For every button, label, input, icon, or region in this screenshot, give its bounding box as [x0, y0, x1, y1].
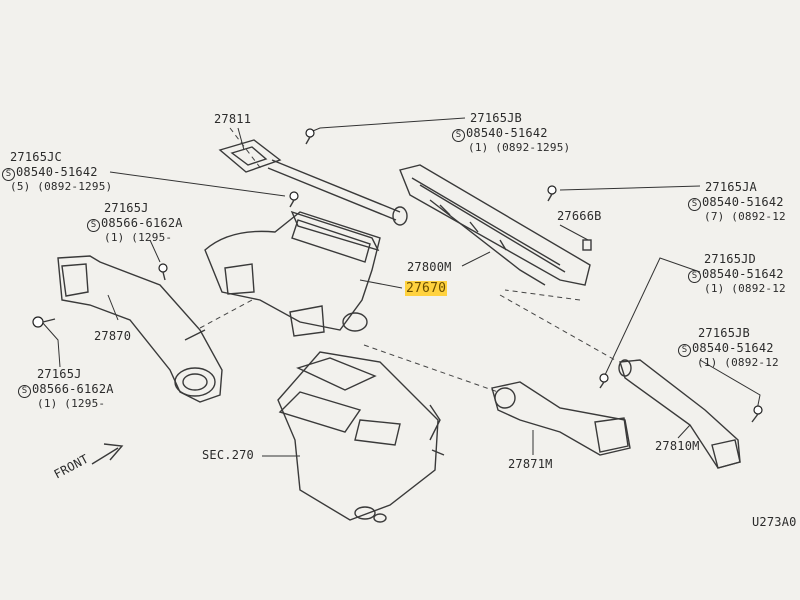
- leader-jb-top: [307, 117, 466, 134]
- leader-j-upper: [149, 239, 161, 263]
- dash-c: [199, 299, 253, 329]
- part-upper-rod: [267, 159, 408, 226]
- part-27811-gasket: [218, 139, 282, 173]
- callout-27871m: 27871M: [508, 457, 553, 471]
- s-symbol-icon: S: [2, 168, 15, 181]
- callout-ja-code: 27165JA: [705, 180, 757, 194]
- dash-b: [499, 294, 616, 361]
- leader-jd: [604, 257, 701, 376]
- callout-27811: 27811: [214, 112, 252, 126]
- callout-j-upper-qty: (1) (1295-: [104, 231, 173, 244]
- callout-jb-mid-qty: (1) (0892-12: [697, 356, 779, 369]
- dash-e: [504, 289, 581, 301]
- leader-jb-mid: [699, 359, 761, 411]
- callout-jc-code: 27165JC: [10, 150, 62, 164]
- leader-27800m: [461, 251, 491, 267]
- bolt-j-lower: [32, 316, 56, 328]
- leader-27670: [359, 279, 403, 289]
- s-symbol-icon: S: [452, 129, 465, 142]
- leader-ja: [559, 185, 701, 191]
- part-heater-unit: [277, 351, 445, 523]
- bolt-jb-mid: [751, 405, 763, 423]
- callout-27810m: 27810M: [655, 439, 700, 453]
- dash-a: [363, 344, 499, 393]
- callout-jc-qty: (5) (0892-1295): [10, 180, 113, 193]
- callout-27670: 27670: [405, 281, 448, 296]
- leader-j-lower: [41, 321, 61, 368]
- leader-jc: [109, 171, 286, 197]
- callout-jd-code: 27165JD: [704, 252, 756, 266]
- callout-j-lower-code: 27165J: [37, 367, 82, 381]
- leader-27666b: [559, 224, 589, 241]
- bolt-jc: [289, 191, 299, 208]
- leader-27810m: [677, 424, 691, 439]
- part-27810m-duct: [618, 359, 741, 469]
- front-arrow-icon: [91, 443, 124, 465]
- s-symbol-icon: S: [688, 270, 701, 283]
- leader-27870: [107, 294, 119, 321]
- s-symbol-icon: S: [87, 219, 100, 232]
- s-symbol-icon: S: [18, 385, 31, 398]
- callout-ja-qty: (7) (0892-12: [704, 210, 786, 223]
- figure-id: U273A0: [752, 515, 797, 529]
- bolt-j-upper: [158, 263, 168, 281]
- part-27870-duct: [57, 255, 223, 403]
- part-27871m-duct: [491, 381, 631, 456]
- bolt-ja: [547, 185, 557, 202]
- callout-27870: 27870: [94, 329, 132, 343]
- callout-jb-mid-code: 27165JB: [698, 326, 750, 340]
- s-symbol-icon: S: [688, 198, 701, 211]
- callout-27666b: 27666B: [557, 209, 602, 223]
- part-27800m-vent: [399, 164, 592, 286]
- bolt-jb-top: [305, 128, 315, 145]
- s-symbol-icon: S: [678, 344, 691, 357]
- callout-jb-top-code: 27165JB: [470, 111, 522, 125]
- callout-j-upper-code: 27165J: [104, 201, 149, 215]
- callout-jd-qty: (1) (0892-12: [704, 282, 786, 295]
- bolt-jd: [599, 373, 609, 389]
- callout-sec: SEC.270: [202, 448, 254, 462]
- leader-27811: [237, 127, 245, 151]
- callout-jb-top-qty: (1) (0892-1295): [468, 141, 571, 154]
- callout-27800m: 27800M: [407, 260, 452, 274]
- callout-j-lower-qty: (1) (1295-: [37, 397, 106, 410]
- part-27670-duct: [204, 210, 381, 337]
